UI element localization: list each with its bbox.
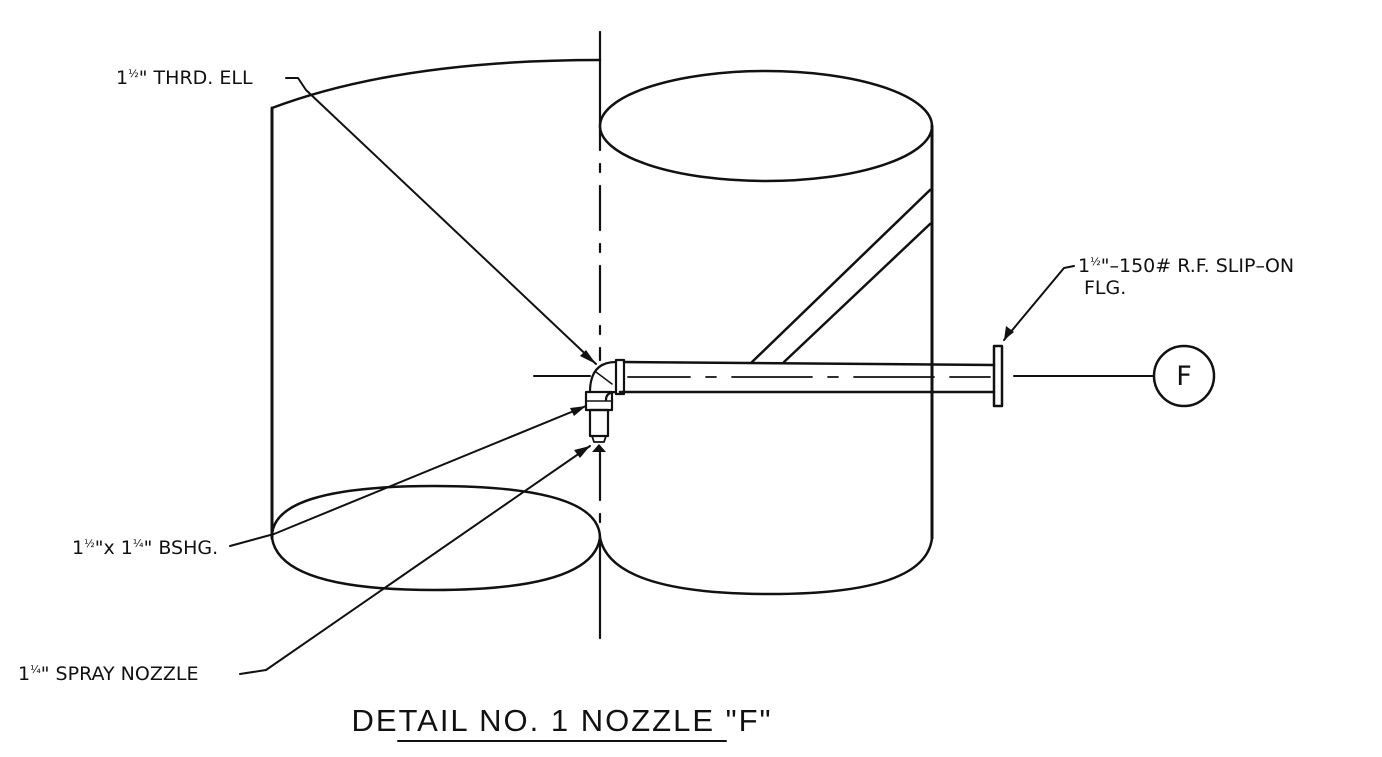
bushing-callout-leader: [229, 405, 587, 547]
spray-nozzle: [588, 408, 610, 452]
elbow-callout-label: 1½" THRD. ELL: [116, 67, 253, 89]
slip-on-flange: [992, 344, 1004, 408]
right-cylinder-bottom-arc: [598, 536, 934, 596]
flange-callout-label-line2: FLG.: [1084, 277, 1126, 299]
nozzle-reference-bubble: [1152, 344, 1216, 408]
threaded-elbow: [588, 358, 626, 402]
pipe-top-edge: [622, 360, 996, 367]
elbow-hub: [614, 358, 626, 396]
flange-callout-label-line1: 1½"–150# R.F. SLIP–ON: [1078, 255, 1294, 277]
nozzle-callout-leader: [239, 445, 591, 675]
right-cylinder: [598, 69, 934, 596]
left-cylinder-bottom-front-arc: [270, 536, 602, 592]
left-cylinder-bottom-back-arc: [270, 484, 602, 540]
bushing-callout-label: 1½"x 1¼" BSHG.: [72, 537, 218, 559]
bubble-letter: F: [1176, 361, 1192, 392]
detail-title: DETAIL NO. 1 NOZZLE "F": [351, 703, 772, 738]
pipe: [618, 360, 996, 394]
nozzle-callout-label: 1¼" SPRAY NOZZLE: [18, 663, 198, 685]
left-cylinder: [270, 58, 602, 592]
nozzle-spray-tip: [592, 444, 606, 452]
right-cylinder-top-ellipse: [598, 69, 934, 183]
elbow-callout-leader: [285, 77, 597, 365]
left-cylinder-top-arc: [270, 58, 602, 110]
flange-callout-leader: [1003, 265, 1075, 341]
internal-brace: [750, 188, 932, 364]
